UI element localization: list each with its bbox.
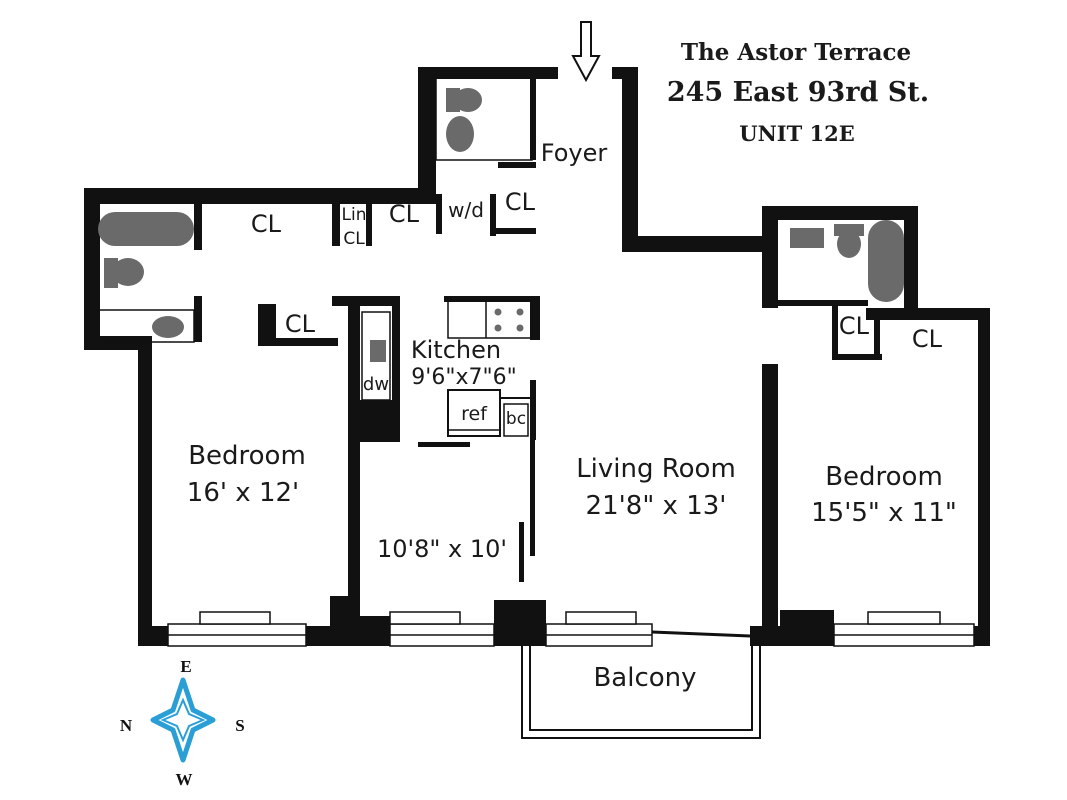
sink-icon — [790, 228, 824, 248]
building-address: 245 East 93rd St. — [667, 77, 929, 108]
closet-label: CL — [251, 210, 282, 238]
refrigerator-label: ref — [461, 403, 488, 425]
bedroom-right-size: 15'5" x 11" — [811, 498, 957, 528]
kitchen-label: Kitchen — [411, 336, 501, 364]
toilet-icon — [834, 224, 864, 258]
walls — [84, 67, 990, 646]
kitchen-size: 9'6"x7"6" — [411, 365, 516, 390]
linen-closet-label: Lin — [342, 205, 367, 225]
closet-label: CL — [839, 312, 870, 340]
windows — [167, 611, 975, 647]
closet-label: CL — [912, 325, 943, 353]
compass-north-label: N — [120, 716, 133, 735]
compass-east-label: E — [180, 657, 191, 676]
building-name: The Astor Terrace — [681, 39, 911, 66]
sink-icon — [97, 309, 195, 343]
unit-number: UNIT 12E — [739, 121, 855, 146]
bedroom-left-size: 16' x 12' — [187, 478, 299, 508]
closet-label: CL — [389, 200, 420, 228]
stove-icon — [447, 299, 533, 339]
compass-icon — [150, 677, 216, 763]
dining-size: 10'8" x 10' — [377, 535, 507, 563]
toilet-icon — [104, 258, 144, 288]
balcony — [521, 646, 761, 739]
foyer-label: Foyer — [541, 139, 608, 167]
living-room-size: 21'8" x 13' — [586, 491, 727, 521]
compass-west-label: W — [176, 770, 193, 789]
living-room-label: Living Room — [576, 454, 736, 484]
bedroom-left-label: Bedroom — [188, 441, 306, 471]
bathtub-icon — [868, 220, 904, 302]
bedroom-right-label: Bedroom — [825, 462, 943, 492]
closet-label: CL — [285, 310, 316, 338]
compass-south-label: S — [235, 716, 244, 735]
dishwasher-icon — [361, 311, 391, 401]
washer-dryer-label: w/d — [448, 198, 484, 222]
dishwasher-label: dw — [363, 374, 389, 395]
refrigerator-icon — [447, 389, 530, 437]
toilet-icon — [435, 77, 533, 161]
bathtub-icon — [98, 212, 194, 246]
entry-arrow-icon — [571, 21, 601, 83]
balcony-label: Balcony — [593, 663, 696, 693]
linen-closet-label: CL — [343, 229, 365, 249]
broom-closet-label: bc — [506, 409, 526, 429]
closet-label: CL — [505, 188, 536, 216]
